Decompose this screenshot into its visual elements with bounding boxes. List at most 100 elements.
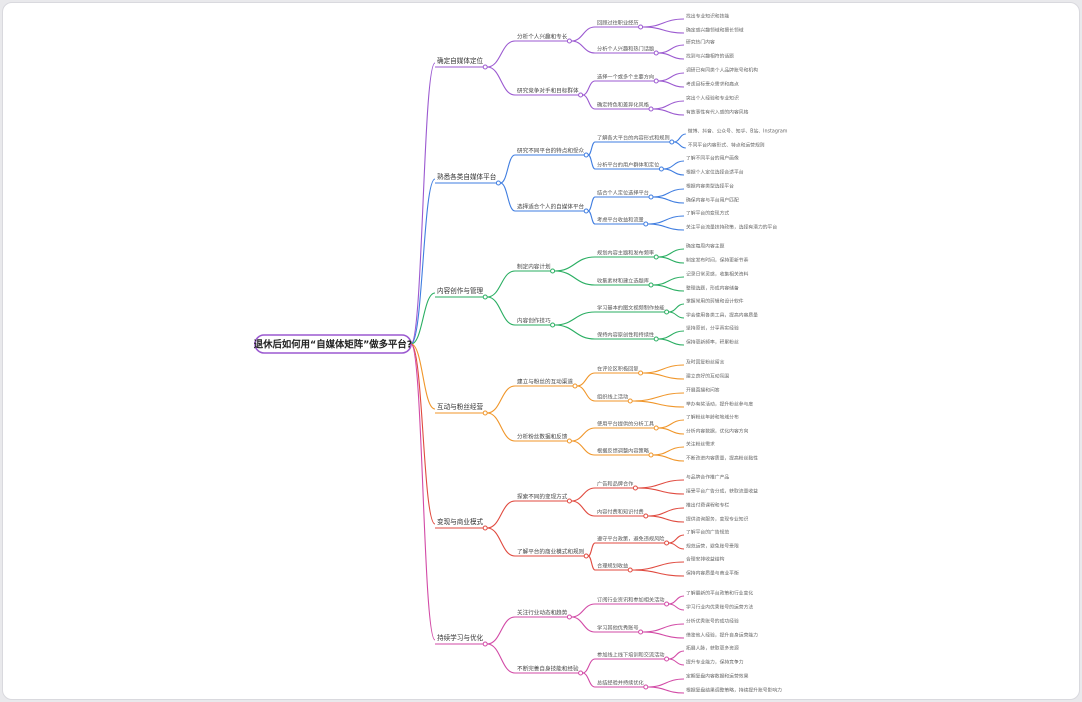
branch-3-sub-1-point-2-topic[interactable]: 收集素材和建立选题库	[597, 277, 649, 285]
leaf-2-2-2-2[interactable]: 关注平台流量扶持政策，选择有潜力的平台	[686, 224, 777, 231]
leaf-connector-3-1-1-2	[658, 256, 685, 264]
branch-1-sub-1-point-2-topic[interactable]: 分析个人兴趣和热门话题	[597, 45, 654, 53]
leaf-4-2-2-1[interactable]: 关注粉丝需求	[686, 441, 715, 448]
branch-5-sub-1-topic[interactable]: 探索不同的变现方式	[517, 493, 568, 501]
branch-1-sub-1-connector	[487, 40, 516, 68]
branch-5-topic[interactable]: 变现与商业模式	[437, 517, 484, 526]
leaf-2-2-1-2[interactable]: 确保内容与平台用户匹配	[686, 197, 739, 204]
branch-4-sub-1-point-2-topic[interactable]: 组织线上活动	[597, 393, 628, 401]
branch-3-sub-2-topic[interactable]: 内容创作技巧	[517, 317, 551, 325]
branch-1-sub-2-point-1-topic[interactable]: 选择一个或多个主要方向	[597, 73, 654, 81]
branch-6-sub-2-point-1-topic[interactable]: 参加线上线下培训和交流活动	[597, 651, 664, 659]
leaf-4-2-1-2[interactable]: 分析内容数据，优化内容方向	[686, 428, 749, 435]
leaf-3-1-1-1[interactable]: 确定每周内容主题	[686, 243, 725, 250]
branch-5-sub-2-point-2-topic[interactable]: 合理规划收益	[597, 562, 628, 570]
branch-5-sub-1-point-1-topic[interactable]: 广告和品牌合作	[597, 480, 633, 488]
leaf-5-1-2-1[interactable]: 推出付费课程和专栏	[686, 502, 729, 509]
leaf-1-1-1-2[interactable]: 确定感兴趣领域和擅长领域	[686, 27, 744, 34]
branch-1-sub-1-topic[interactable]: 分析个人兴趣和专长	[517, 33, 568, 41]
leaf-5-1-2-2[interactable]: 提供咨询服务，变现专业知识	[686, 516, 749, 523]
branch-4-sub-1-point-1-collapse-dot	[638, 370, 644, 376]
leaf-1-2-1-2[interactable]: 考虑目标受众需求和痛点	[686, 81, 739, 88]
branch-5-sub-2-point-1-topic[interactable]: 遵守平台政策，避免违规风险	[597, 535, 665, 543]
leaf-6-2-2-2[interactable]: 根据复盘结果调整策略，持续提升账号影响力	[686, 687, 782, 694]
leaf-6-2-1-1[interactable]: 拓展人脉，获取更多资源	[686, 645, 739, 652]
leaf-3-2-1-2[interactable]: 学会使用各类工具，提高内容质量	[686, 312, 758, 319]
branch-4-sub-1-point-1-topic[interactable]: 在评论区积极回复	[597, 365, 639, 373]
branch-3-sub-2-point-1-topic[interactable]: 学习基本的图文视频制作技能	[597, 304, 664, 312]
branch-2-sub-1-collapse-dot	[583, 152, 589, 158]
branch-1-topic[interactable]: 确定自媒体定位	[437, 56, 484, 65]
leaf-connector-3-2-2-2	[658, 338, 685, 346]
branch-4-sub-2-point-2-topic[interactable]: 根据反馈调整内容策略	[597, 447, 650, 455]
leaf-1-2-2-1[interactable]: 突出个人经验和专业知识	[686, 95, 739, 102]
leaf-1-1-2-2[interactable]: 找到与兴趣相符的话题	[686, 53, 734, 60]
branch-2-topic[interactable]: 熟悉各类自媒体平台	[437, 172, 497, 181]
branch-1-sub-2-topic[interactable]: 研究竞争对手和目标群体	[517, 87, 579, 95]
branch-1-sub-1-point-1-topic[interactable]: 回顾过往职业经历	[597, 19, 639, 27]
leaf-connector-2-2-1-1	[652, 188, 685, 198]
leaf-3-2-2-1[interactable]: 坚持原创，分享真实经验	[686, 325, 739, 332]
leaf-3-1-2-1[interactable]: 记录日常灵感，收集相关资料	[686, 271, 749, 278]
branch-2-sub-2-point-1-topic[interactable]: 结合个人定位选择平台	[597, 189, 649, 197]
leaf-2-1-2-1[interactable]: 了解不同平台的用户画像	[686, 155, 739, 162]
branch-2-sub-1-topic[interactable]: 研究不同平台的特点和受众	[517, 147, 585, 155]
branch-4-sub-2-point-1-topic[interactable]: 使用平台提供的分析工具	[597, 420, 654, 428]
branch-5-sub-1-point-2-topic[interactable]: 内容付费和知识付费	[597, 508, 644, 516]
branch-2-sub-1-point-2-topic[interactable]: 分析平台的用户群体和定位	[597, 161, 659, 169]
leaf-1-1-2-1[interactable]: 研究热门内容	[686, 39, 715, 46]
branch-3-sub-1-topic[interactable]: 制定内容计划	[517, 263, 551, 271]
leaf-6-1-2-2[interactable]: 借鉴他人经验，提升自身运营能力	[686, 632, 758, 639]
leaf-1-1-1-1[interactable]: 找出专业知识和技能	[686, 13, 729, 20]
root-node[interactable]: 退休后如何用“自媒体矩阵”做多平台?	[254, 334, 412, 354]
branch-6-topic[interactable]: 持续学习与优化	[437, 633, 484, 642]
leaf-2-2-2-1[interactable]: 了解平台的变现方式	[686, 210, 729, 217]
leaf-5-2-1-2[interactable]: 规范运营，避免账号受限	[686, 543, 739, 550]
leaf-3-2-1-1[interactable]: 掌握常用的剪辑和设计软件	[686, 298, 744, 305]
leaf-4-1-1-1[interactable]: 及时回复粉丝留言	[686, 359, 725, 366]
leaf-connector-4-1-2-1	[632, 392, 685, 402]
branch-4-topic[interactable]: 互动与粉丝经营	[437, 402, 484, 411]
leaf-6-1-1-1[interactable]: 了解最新的平台政策和行业变化	[686, 590, 753, 597]
leaf-6-1-2-1[interactable]: 分析优秀账号的成功经验	[686, 618, 739, 625]
branch-1-sub-2-point-2-topic[interactable]: 确定特色和差异化风格	[597, 101, 650, 109]
branch-3-sub-2-point-2-topic[interactable]: 保持内容原创性和持续性	[597, 331, 654, 339]
leaf-5-1-1-1[interactable]: 与品牌合作推广产品	[686, 474, 729, 481]
leaf-5-2-2-1[interactable]: 合理安排收益结构	[686, 556, 725, 563]
branch-5-sub-2-topic[interactable]: 了解平台的商业模式和规则	[517, 548, 585, 556]
leaf-1-2-1-1[interactable]: 调研已有同类个人品牌账号和机构	[686, 67, 758, 74]
branch-4-sub-1-topic[interactable]: 建立与粉丝的互动渠道	[517, 378, 573, 386]
leaf-2-1-2-2[interactable]: 根据个人定位选择合适平台	[686, 169, 744, 176]
leaf-6-2-2-1[interactable]: 定期复盘内容数据和运营效果	[686, 673, 749, 680]
leaf-6-2-1-2[interactable]: 提升专业能力，保持竞争力	[686, 659, 744, 666]
leaf-4-1-1-2[interactable]: 建立良好的互动氛围	[686, 373, 729, 380]
leaf-2-2-1-1[interactable]: 根据内容类型选择平台	[686, 183, 734, 190]
branch-6-sub-1-point-2-topic[interactable]: 学习其他优秀账号	[597, 624, 639, 632]
leaf-connector-5-1-1-1	[637, 479, 685, 489]
branch-6-sub-1-topic[interactable]: 关注行业动态和趋势	[517, 609, 568, 617]
leaf-2-1-1-1[interactable]: 微博、抖音、公众号、知乎、B站、Instagram	[688, 128, 788, 135]
branch-2-sub-2-point-2-topic[interactable]: 考虑平台收益和流量	[597, 216, 644, 224]
leaf-3-2-2-2[interactable]: 保持更新频率，积累粉丝	[686, 339, 739, 346]
branch-6-sub-2-point-2-topic[interactable]: 总结经验并持续优化	[597, 679, 644, 687]
leaf-6-1-1-2[interactable]: 学习行业内优秀账号的运营方法	[686, 604, 753, 611]
leaf-4-2-2-2[interactable]: 不断改进内容质量，提高粉丝黏性	[686, 455, 758, 462]
branch-3-connector	[410, 292, 436, 345]
branch-4-sub-2-topic[interactable]: 分析粉丝数据和反馈	[517, 433, 568, 441]
leaf-3-1-2-2[interactable]: 整理选题，形成内容储备	[686, 285, 739, 292]
leaf-4-2-1-1[interactable]: 了解粉丝年龄和地域分布	[686, 414, 739, 421]
branch-2-sub-2-topic[interactable]: 选择适合个人的自媒体平台	[517, 203, 585, 211]
branch-6-sub-1-point-1-topic[interactable]: 订阅行业资讯和参加相关活动	[597, 596, 664, 604]
leaf-5-2-2-2[interactable]: 保持内容质量与商业平衡	[686, 570, 739, 577]
leaf-5-1-1-2[interactable]: 接受平台广告分成，获取流量收益	[686, 488, 758, 495]
leaf-2-1-1-2[interactable]: 不同平台内容形式、特点和运营规则	[688, 142, 765, 149]
leaf-1-2-2-2[interactable]: 有故事性有代入感的内容风格	[686, 109, 749, 116]
branch-3-sub-1-point-1-topic[interactable]: 规划内容主题和发布频率	[597, 249, 654, 257]
branch-6-sub-2-topic[interactable]: 不断完善自身技能和经验	[517, 665, 579, 673]
branch-3-topic[interactable]: 内容创作与管理	[437, 286, 484, 295]
leaf-5-2-1-1[interactable]: 了解平台的广告规范	[686, 529, 729, 536]
leaf-3-1-1-2[interactable]: 制定发布时间，保持更新节奏	[686, 257, 749, 264]
branch-2-sub-1-point-1-topic[interactable]: 了解各大平台的内容形式和规则	[597, 134, 670, 142]
leaf-4-1-2-2[interactable]: 举办有奖活动，提升粉丝参与度	[686, 401, 753, 408]
leaf-4-1-2-1[interactable]: 开展直播和问答	[686, 387, 720, 394]
